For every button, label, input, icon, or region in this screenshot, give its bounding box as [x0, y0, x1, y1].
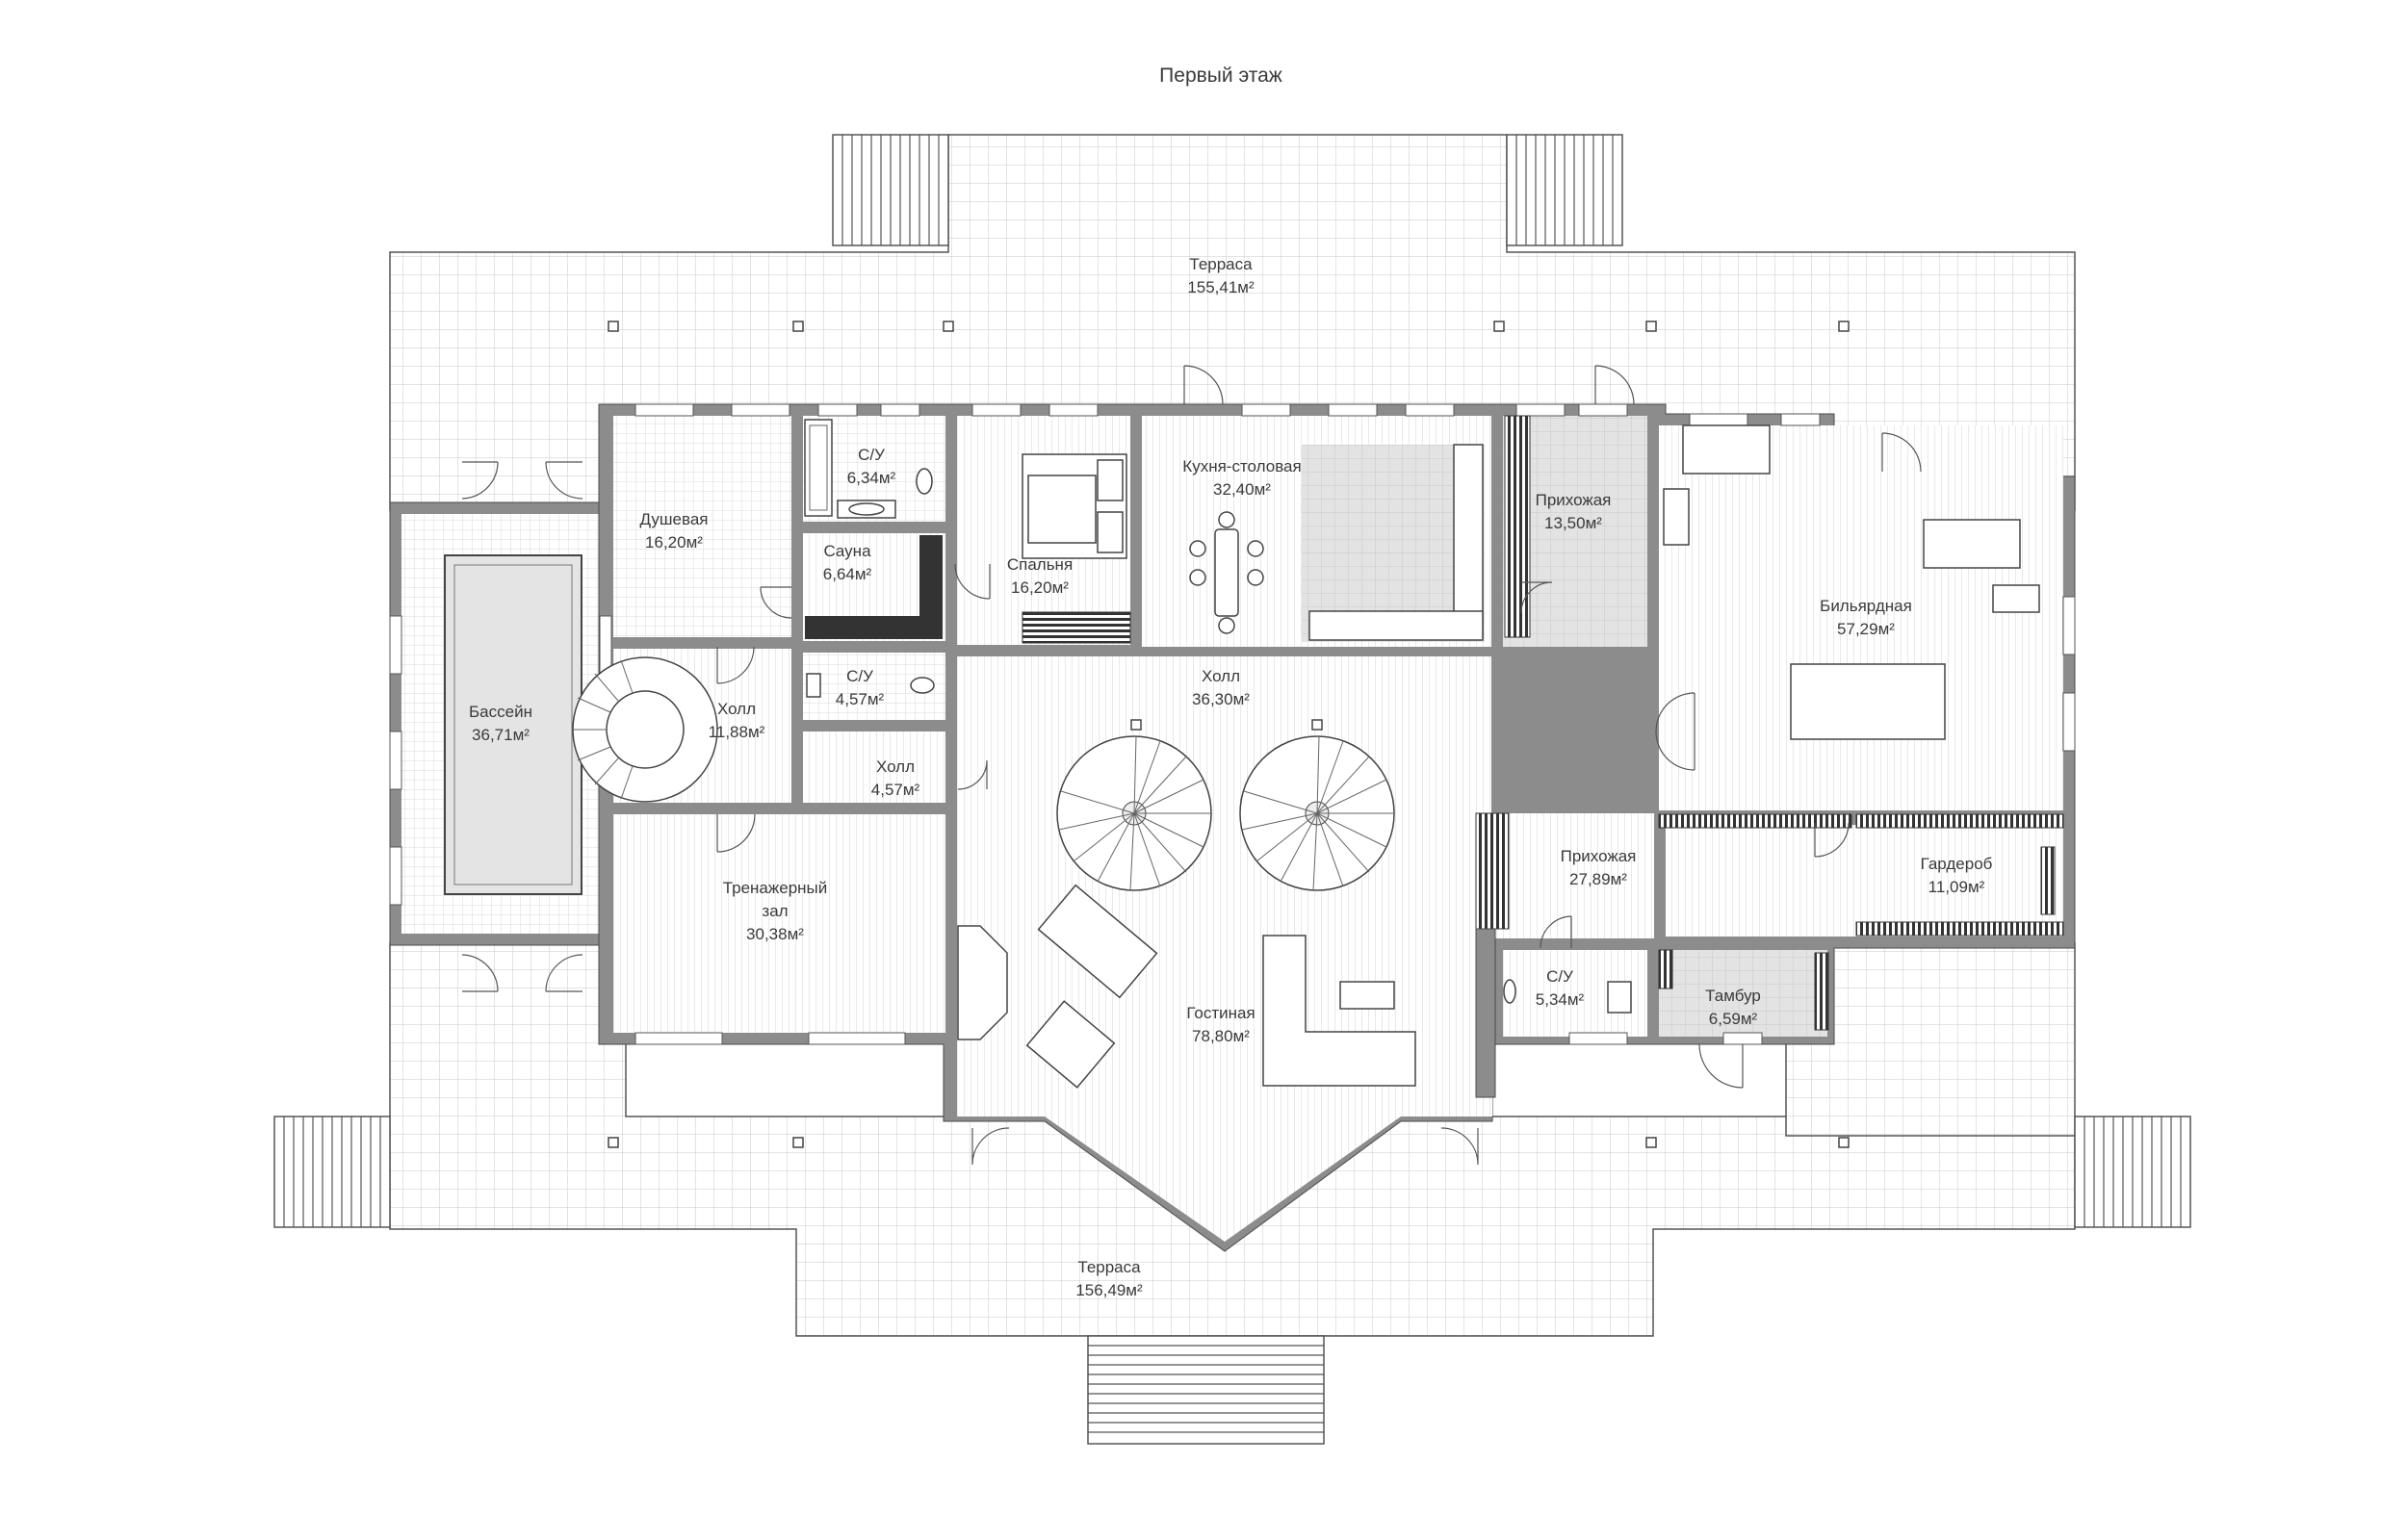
- room-name: Прихожая: [1536, 491, 1612, 509]
- room-area: 5,34м²: [1536, 990, 1585, 1009]
- room-label-hallway-top: Прихожая 13,50м²: [1536, 491, 1612, 532]
- room-name: С/У: [858, 446, 885, 464]
- stairs-bottom: [1087, 1335, 1325, 1445]
- room-label-hallway-mid: Прихожая 27,89м²: [1561, 847, 1637, 888]
- furniture: [804, 415, 2064, 1098]
- room-name: С/У: [1546, 967, 1573, 986]
- room-name: Тамбур: [1705, 987, 1761, 1005]
- room-label-terrace-top: Терраса 155,41м²: [1187, 255, 1255, 296]
- room-label-bedroom: Спальня 16,20м²: [1007, 555, 1073, 597]
- doors: [461, 365, 1922, 1166]
- room-label-wardrobe: Гардероб 11,09м²: [1921, 855, 1993, 896]
- room-name: Бассейн: [469, 703, 532, 721]
- room-labels: Терраса 155,41м² Терраса 156,49м² Бассейн 36,…: [469, 255, 1993, 1299]
- room-label-sauna: Сауна 6,64м²: [823, 542, 872, 583]
- room-area: 16,20м²: [645, 533, 703, 552]
- room-name: Кухня-столовая: [1182, 457, 1301, 475]
- room-label-wc1: С/У 6,34м²: [847, 446, 896, 487]
- room-area: 156,49м²: [1075, 1281, 1143, 1299]
- room-area: 16,20м²: [1011, 578, 1069, 597]
- room-label-wc3: С/У 5,34м²: [1536, 967, 1585, 1009]
- room-area: 36,30м²: [1192, 690, 1250, 708]
- room-name: Гардероб: [1921, 855, 1993, 873]
- spiral-stair-right: [1239, 735, 1395, 891]
- room-area: 27,89м²: [1569, 870, 1627, 888]
- room-name: Холл: [1202, 667, 1240, 685]
- room-name: Бильярдная: [1820, 597, 1912, 615]
- room-label-pool: Бассейн 36,71м²: [469, 703, 532, 744]
- room-label-gym: Тренажерный зал 30,38м²: [723, 879, 828, 943]
- room-name: Холл: [876, 757, 915, 776]
- room-area: 57,29м²: [1837, 620, 1895, 638]
- room-label-billiard: Бильярдная 57,29м²: [1820, 597, 1912, 638]
- room-name: Душевая: [640, 510, 709, 528]
- room-area: 4,57м²: [836, 690, 885, 708]
- room-name: Терраса: [1189, 255, 1253, 273]
- room-area: 6,64м²: [823, 565, 872, 583]
- room-area: 6,59м²: [1709, 1010, 1758, 1028]
- stairs-top-right: [1506, 134, 1623, 246]
- room-label-living: Гостиная 78,80м²: [1186, 1004, 1255, 1045]
- room-name: С/У: [846, 667, 873, 685]
- room-label-vestibule: Тамбур 6,59м²: [1705, 987, 1761, 1028]
- room-name: Тренажерный: [723, 879, 828, 897]
- room-label-hall-small: Холл 4,57м²: [871, 757, 920, 799]
- room-area: 6,34м²: [847, 469, 896, 487]
- room-label-wc2: С/У 4,57м²: [836, 667, 885, 708]
- room-area: 11,88м²: [709, 723, 765, 741]
- room-area: 155,41м²: [1187, 278, 1255, 296]
- room-name: Гостиная: [1186, 1004, 1255, 1022]
- spiral-stair-pool: [572, 656, 718, 803]
- room-area: 13,50м²: [1544, 514, 1602, 532]
- stairs-right: [2074, 1116, 2191, 1228]
- windows: [389, 403, 2076, 1045]
- stairs-top-left: [832, 134, 949, 246]
- stairs-left: [273, 1116, 391, 1228]
- room-name: Терраса: [1077, 1258, 1141, 1276]
- plan-title: Первый этаж: [1159, 64, 1282, 87]
- room-name: Холл: [717, 700, 756, 718]
- room-label-hall-left: Холл 11,88м²: [709, 700, 765, 741]
- room-label-kitchen: Кухня-столовая 32,40м²: [1182, 457, 1301, 499]
- room-label-terrace-bottom: Терраса 156,49м²: [1075, 1258, 1143, 1299]
- room-label-shower: Душевая 16,20м²: [640, 510, 709, 552]
- room-area: 78,80м²: [1192, 1027, 1250, 1045]
- room-area: 30,38м²: [746, 925, 804, 943]
- room-area: 11,09м²: [1928, 878, 1985, 896]
- room-name-cont: зал: [762, 902, 788, 920]
- room-name: Спальня: [1007, 555, 1073, 574]
- room-name: Сауна: [823, 542, 871, 560]
- columns: [608, 321, 1850, 1148]
- spiral-stair-left: [1056, 735, 1212, 891]
- room-area: 32,40м²: [1213, 480, 1271, 499]
- room-label-hall-main: Холл 36,30м²: [1192, 667, 1250, 708]
- room-name: Прихожая: [1561, 847, 1637, 865]
- room-area: 36,71м²: [472, 726, 530, 744]
- room-area: 4,57м²: [871, 781, 920, 799]
